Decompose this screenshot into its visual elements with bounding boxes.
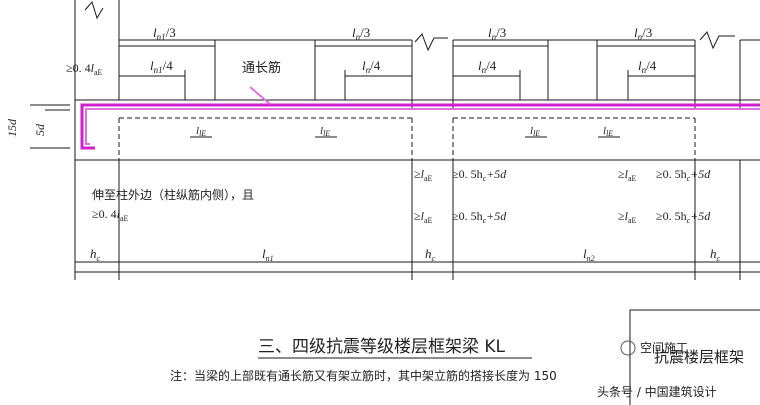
svg-text:≥laE: ≥laE <box>618 167 636 183</box>
right-title-box: 抗震楼层框架 <box>629 309 760 405</box>
label-ln-4c: ln/4 <box>638 58 657 75</box>
svg-text:≥0. 5hc+5d: ≥0. 5hc+5d <box>452 167 507 183</box>
label-ln-4b: ln/4 <box>478 58 497 75</box>
label-ln-3b: ln/3 <box>488 25 506 42</box>
footnote: 注：当梁的上部既有通长筋又有架立筋时，其中架立筋的搭接长度为 150 <box>170 368 557 383</box>
label-through-bar: 通长筋 <box>242 60 281 76</box>
label-ln-3a: ln/3 <box>352 25 370 42</box>
label-15d: 15d <box>5 118 19 137</box>
note-left-line2: ≥0. 4laE <box>92 207 128 223</box>
beam-outline <box>74 99 760 280</box>
label-5d: 5d <box>33 123 47 136</box>
label-ln1-4: ln1/4 <box>150 58 173 75</box>
lap-markers: llE llE llE llE <box>190 125 620 138</box>
svg-text:≥0. 5hc+5d: ≥0. 5hc+5d <box>656 167 711 183</box>
label-hc-2: hc <box>425 246 436 263</box>
label-ln1: ln1 <box>262 246 274 263</box>
label-lle-2: llE <box>320 125 330 138</box>
svg-text:空间施工: 空间施工 <box>640 341 688 355</box>
svg-text:头条号 / 中国建筑设计: 头条号 / 中国建筑设计 <box>597 384 717 399</box>
diagram-title: 三、四级抗震等级楼层框架梁 KL <box>258 337 506 357</box>
watermark: 空间施工 头条号 / 中国建筑设计 <box>597 340 717 399</box>
svg-text:≥laE: ≥laE <box>618 209 636 225</box>
label-ln-4a: ln/4 <box>362 58 381 75</box>
svg-text:≥laE: ≥laE <box>414 209 432 225</box>
anchorage-row-1: ≥laE ≥0. 5hc+5d ≥laE ≥0. 5hc+5d <box>414 167 711 183</box>
column-outlines <box>74 0 760 110</box>
label-ln1-3: ln1/3 <box>153 25 176 42</box>
label-lle-3: llE <box>530 125 540 138</box>
svg-text:≥0. 5hc+5d: ≥0. 5hc+5d <box>656 209 711 225</box>
anchorage-row-2: ≥laE ≥0. 5hc+5d ≥laE ≥0. 5hc+5d <box>414 209 711 225</box>
top-labels: ln1/3 ln1/4 ln/3 ln/4 ln/3 ln/4 ln/3 ln/… <box>150 25 657 75</box>
watermark-icon <box>620 340 636 356</box>
label-ln-3c: ln/3 <box>634 25 652 42</box>
top-dimensions <box>119 40 695 100</box>
svg-text:≥laE: ≥laE <box>414 167 432 183</box>
left-dims: 15d 5d <box>5 104 70 149</box>
label-hc-3: hc <box>710 246 721 263</box>
label-hc-1: hc <box>90 246 101 263</box>
bottom-dims: hc ln1 hc ln2 hc <box>75 246 760 273</box>
label-ge-04lae: ≥0. 4laE <box>66 61 102 77</box>
label-ln2: ln2 <box>583 246 595 263</box>
label-lle-4: llE <box>603 125 613 138</box>
svg-text:≥0. 5hc+5d: ≥0. 5hc+5d <box>452 209 507 225</box>
label-lle-1: llE <box>196 125 206 138</box>
through-rebar <box>80 86 760 150</box>
note-left-line1: 伸至柱外边（柱纵筋内侧），且 <box>92 187 254 202</box>
svg-text:抗震楼层框架: 抗震楼层框架 <box>654 348 744 366</box>
